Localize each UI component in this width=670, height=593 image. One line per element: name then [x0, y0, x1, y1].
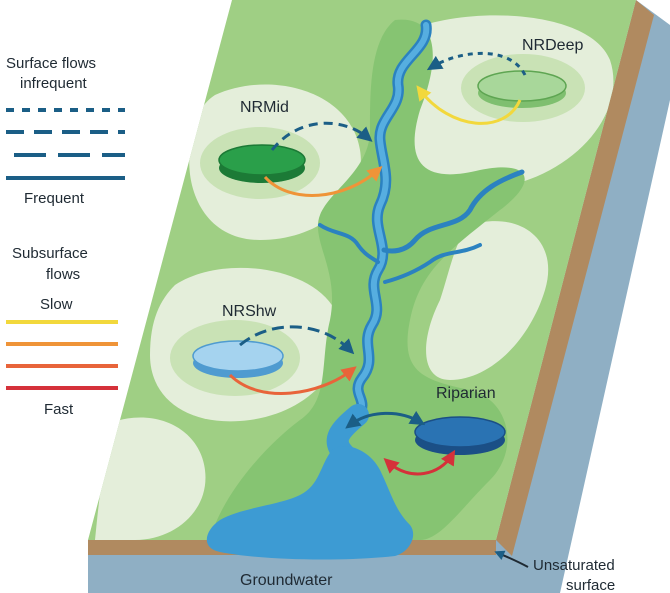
nrshw-pond [192, 340, 284, 372]
nrmid-pond [218, 144, 306, 176]
nrshw-subsurface-flow-arrow [228, 366, 357, 395]
legend-surface-title-2: infrequent [20, 75, 88, 92]
river-delta-pool [206, 446, 414, 560]
nrmid-subsurface-flow-arrow [263, 165, 383, 197]
label-nrshw: NRShw [222, 303, 277, 320]
riparian-subsurface-flow-arrow [383, 449, 456, 476]
river-tributary-west [318, 223, 380, 264]
label-nrdeep: NRDeep [522, 37, 583, 54]
label-unsaturated-1: Unsaturated [533, 557, 615, 574]
river-corridor [210, 19, 525, 540]
legend-subsurface-flows: Subsurface flows Slow Fast [6, 245, 118, 418]
soil-side-layer [496, 0, 654, 556]
label-riparian: Riparian [436, 385, 496, 402]
label-groundwater: Groundwater [240, 572, 333, 589]
wetland-riparian[interactable] [414, 416, 506, 455]
dry-zone-east [426, 221, 549, 380]
wetland-nrmid[interactable] [218, 144, 306, 183]
riparian-surface-flow-arrow [345, 410, 426, 429]
dry-zone-west [95, 417, 206, 540]
nrdeep-pond [477, 70, 567, 102]
legend-subsurface-title-1: Subsurface [12, 245, 88, 262]
legend-subsurface-slow: Slow [40, 296, 73, 313]
flow-arrows [228, 51, 529, 568]
river-tributary-east-2 [383, 243, 482, 284]
nrdeep-surface-flow-arrow [426, 51, 527, 76]
legend-subsurface-fast: Fast [44, 401, 74, 418]
unsaturated-pointer-arrow [494, 550, 529, 568]
legend-surface-title-1: Surface flows [6, 55, 96, 72]
river-tributary-east [381, 169, 525, 254]
label-unsaturated-2: surface [566, 577, 615, 593]
wetland-nrdeep[interactable] [477, 70, 567, 108]
wetland-nrshw[interactable] [192, 340, 284, 378]
nrmid-surface-flow-arrow [270, 121, 373, 151]
nrshw-surface-flow-arrow [239, 325, 355, 355]
riparian-pond [414, 416, 506, 448]
label-nrmid: NRMid [240, 99, 289, 116]
legend-surface-flows: Surface flows infrequent Frequent [6, 55, 125, 207]
nrdeep-subsurface-flow-arrow [416, 85, 522, 125]
river-system [206, 19, 525, 560]
river-main-channel-inner [355, 22, 430, 418]
legend-subsurface-title-2: flows [46, 266, 80, 283]
legend-surface-frequent: Frequent [24, 190, 85, 207]
land-zones [95, 15, 614, 540]
